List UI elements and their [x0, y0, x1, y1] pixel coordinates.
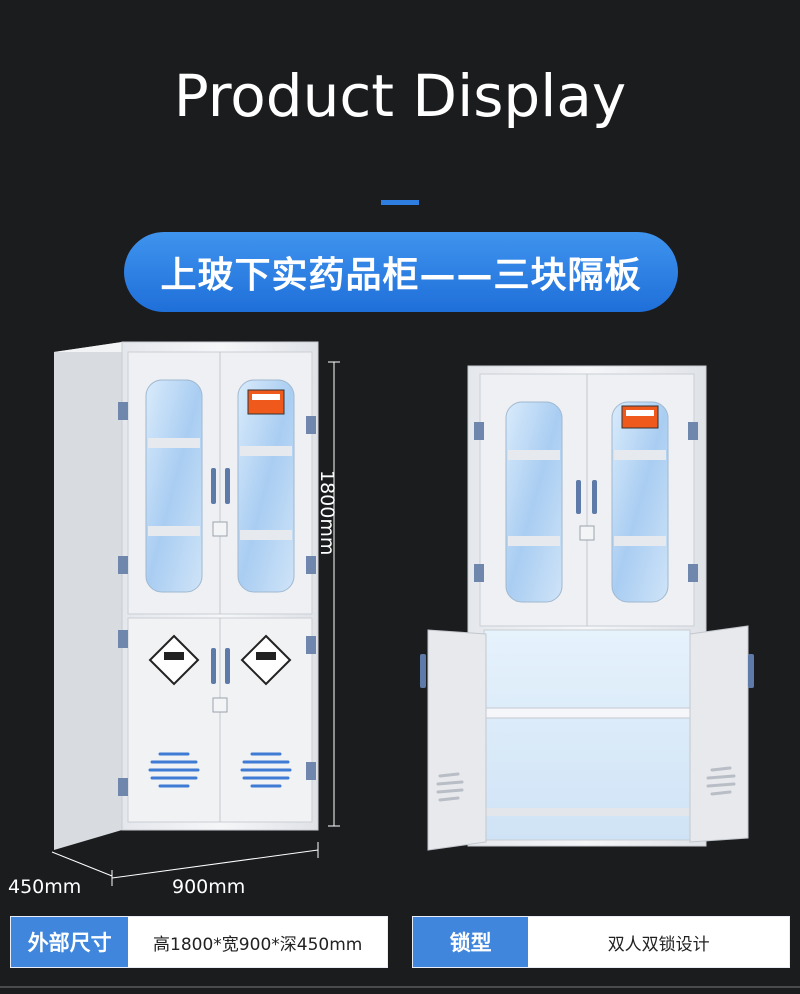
right-upper-glass-left: [505, 401, 563, 603]
hinge: [474, 564, 484, 582]
hinge: [474, 422, 484, 440]
spec-label-size: 外部尺寸: [11, 917, 129, 967]
vent-right: [240, 752, 292, 788]
right-cabinet: [420, 365, 754, 851]
page-title: Product Display: [173, 62, 627, 130]
corrosive-sign-right: [240, 634, 292, 686]
interior-shelf: [483, 707, 691, 719]
open-door-left: [427, 629, 487, 851]
spec-label-lock: 锁型: [413, 917, 529, 967]
corrosive-sign-left: [148, 634, 200, 686]
hinge: [306, 416, 316, 434]
right-upper-glass-right: [611, 401, 669, 603]
hinge: [118, 630, 128, 648]
spec-value-size: 高1800*宽900*深450mm: [128, 917, 387, 967]
hinge: [688, 422, 698, 440]
left-lower-handle-right: [225, 648, 230, 684]
right-upper-handle-left: [576, 480, 581, 514]
hinge: [118, 556, 128, 574]
left-upper-glass-left: [145, 379, 203, 593]
title-accent-bar: [381, 200, 419, 205]
spec-row-size: 外部尺寸 高1800*宽900*深450mm: [10, 916, 388, 968]
depth-dimension-label: 450mm: [8, 876, 82, 898]
hinge: [306, 556, 316, 574]
height-dimension-label: 1800mm: [316, 470, 338, 556]
left-upper-handle-right: [225, 468, 230, 504]
open-door-left-handle: [420, 654, 426, 688]
bottom-divider: [0, 986, 800, 988]
open-door-right-handle: [748, 654, 754, 688]
hinge: [306, 636, 316, 654]
width-dimension-label: 900mm: [172, 876, 246, 898]
left-cabinet: [54, 341, 319, 850]
hinge: [118, 402, 128, 420]
hinge: [118, 778, 128, 796]
vent-left: [148, 752, 200, 788]
right-upper-handle-right: [592, 480, 597, 514]
right-cabinet-interior: [483, 629, 691, 841]
dimension-lines: [51, 361, 340, 886]
spec-value-lock: 双人双锁设计: [528, 917, 789, 967]
left-lower-handle-left: [211, 648, 216, 684]
product-banner: 上玻下实药品柜——三块隔板: [124, 232, 678, 312]
left-upper-handle-left: [211, 468, 216, 504]
hinge: [688, 564, 698, 582]
left-cabinet-side: [54, 342, 122, 850]
warning-label-left: [247, 389, 285, 415]
spec-row-lock: 锁型 双人双锁设计: [412, 916, 790, 968]
warning-label-right: [621, 405, 659, 429]
product-illustration: [51, 341, 754, 886]
open-door-right: [689, 625, 749, 843]
hinge: [306, 762, 316, 780]
